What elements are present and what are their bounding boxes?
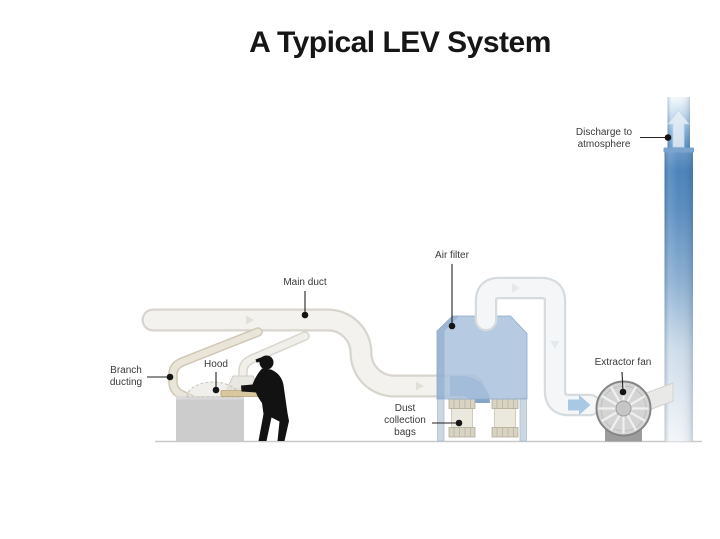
filter-to-fan-duct bbox=[474, 276, 602, 417]
worker-silhouette bbox=[241, 355, 289, 441]
flow-arrow-blue-icon bbox=[568, 395, 591, 415]
label-dust-collection-bags: Dust collection bags bbox=[384, 403, 426, 438]
label-discharge: Discharge to atmosphere bbox=[575, 127, 633, 150]
flow-arrow-icon bbox=[416, 381, 424, 391]
filter-leg bbox=[519, 397, 527, 442]
main-duct bbox=[141, 308, 484, 398]
label-main-duct: Main duct bbox=[283, 277, 327, 288]
workbench bbox=[176, 381, 260, 441]
slide-title: A Typical LEV System bbox=[249, 26, 551, 59]
flow-arrow-icon bbox=[246, 315, 254, 325]
label-extractor-fan: Extractor fan bbox=[594, 357, 652, 368]
discharge-arrow-icon bbox=[667, 109, 690, 148]
hood-duct bbox=[238, 331, 310, 383]
dust-bag bbox=[448, 398, 476, 438]
label-hood: Hood bbox=[204, 359, 228, 370]
extractor-fan bbox=[595, 380, 652, 442]
flow-arrow-icon bbox=[512, 283, 520, 293]
filter-leg bbox=[437, 397, 445, 442]
dust-collection-bags bbox=[448, 398, 519, 438]
dust-bag bbox=[491, 398, 519, 438]
leader-dots bbox=[166, 134, 672, 427]
leader-lines bbox=[147, 136, 667, 424]
discharge-stack bbox=[663, 97, 694, 442]
label-air-filter: Air filter bbox=[435, 250, 469, 261]
label-branch-ducting: Branch ducting bbox=[109, 365, 143, 388]
flow-arrow-icon bbox=[550, 341, 560, 349]
